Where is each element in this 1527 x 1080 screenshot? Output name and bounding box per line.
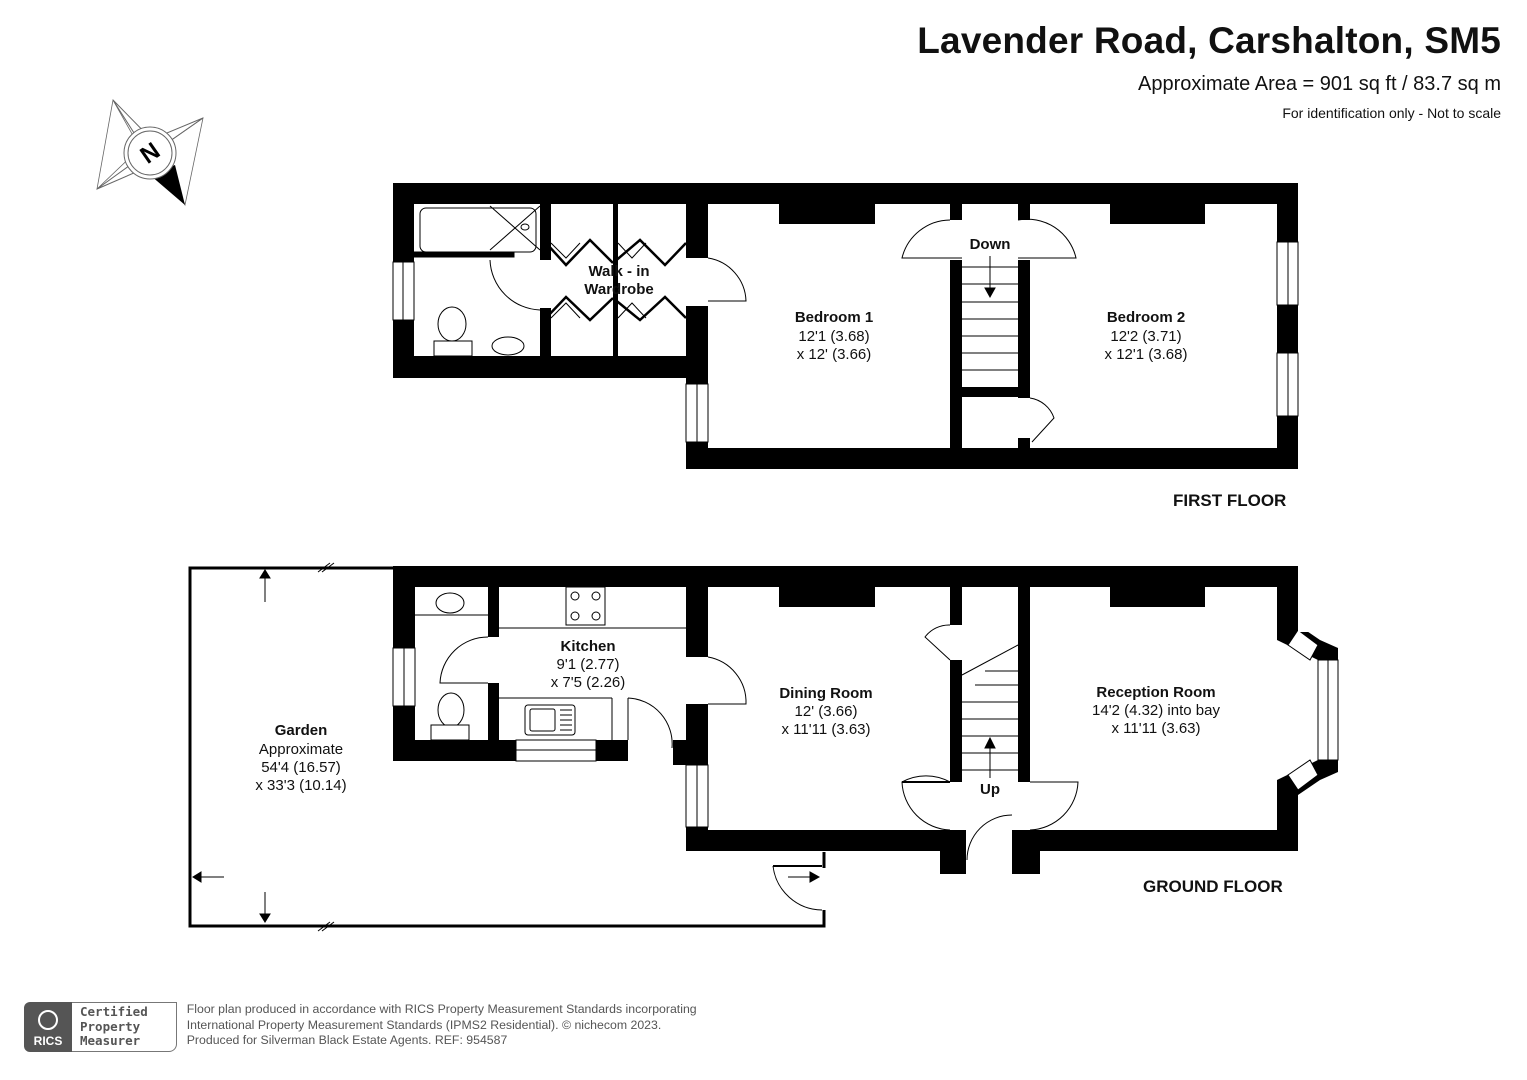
approximate-area: Approximate Area = 901 sq ft / 83.7 sq m (1138, 73, 1501, 95)
room-garden-label: Garden (275, 722, 328, 739)
footer-line: International Property Measurement Stand… (186, 1017, 662, 1032)
rics-logo: RICS (24, 1002, 72, 1052)
room-walk-in-wardrobe-label-2: Wardrobe (584, 281, 653, 298)
room-walk-in-wardrobe-label: Walk - in (588, 263, 649, 280)
compass-north-icon: N (96, 98, 204, 207)
property-title: Lavender Road, Carshalton, SM5 (917, 20, 1501, 61)
rics-logo-text: RICS (33, 1034, 63, 1048)
stairs-down-label: Down (970, 236, 1011, 253)
badge-line: Property (80, 1018, 141, 1034)
stairs-up-label: Up (980, 781, 1000, 798)
room-reception-room-dim2: x 11'11 (3.63) (1111, 720, 1200, 737)
rics-lion-icon (38, 1010, 58, 1030)
badge-line: Certified (80, 1004, 148, 1019)
room-garden-dim1: 54'4 (16.57) (261, 759, 341, 776)
room-kitchen-dim1: 9'1 (2.77) (557, 656, 620, 673)
room-garden-qualifier: Approximate (259, 741, 343, 758)
room-bedroom-2-label: Bedroom 2 (1107, 309, 1185, 326)
scale-note: For identification only - Not to scale (1282, 105, 1501, 121)
room-bedroom-1-dim2: x 12' (3.66) (797, 346, 872, 363)
room-bedroom-1-label: Bedroom 1 (795, 309, 873, 326)
badge-line: Measurer (80, 1033, 141, 1048)
room-reception-room-dim1: 14'2 (4.32) into bay (1092, 702, 1220, 719)
first-floor-label: FIRST FLOOR (1173, 491, 1287, 510)
room-bedroom-1-dim1: 12'1 (3.68) (798, 328, 869, 345)
room-bedroom-2-dim1: 12'2 (3.71) (1110, 328, 1181, 345)
room-kitchen-dim2: x 7'5 (2.26) (551, 674, 626, 691)
room-reception-room-label: Reception Room (1096, 684, 1215, 701)
room-bedroom-2-dim2: x 12'1 (3.68) (1105, 346, 1188, 363)
room-dining-room-label: Dining Room (779, 685, 872, 702)
room-kitchen-label: Kitchen (560, 638, 615, 655)
footer: RICS Certified Property Measurer Floor p… (24, 1002, 697, 1054)
ground-floor-label: GROUND FLOOR (1143, 877, 1283, 896)
room-garden-dim2: x 33'3 (10.14) (255, 777, 346, 794)
first-floor-stairs (962, 256, 1018, 371)
bay-window (1277, 618, 1339, 795)
footer-disclaimer: Floor plan produced in accordance with R… (187, 1002, 697, 1049)
footer-line: Floor plan produced in accordance with R… (186, 1002, 697, 1016)
room-dining-room-dim1: 12' (3.66) (795, 703, 858, 720)
footer-line: Produced for Silverman Black Estate Agen… (186, 1033, 508, 1047)
garden-outline (188, 566, 826, 928)
certified-measurer-badge: Certified Property Measurer (72, 1002, 177, 1052)
room-dining-room-dim2: x 11'11 (3.63) (781, 721, 870, 738)
ground-floor-stairs (961, 644, 1019, 778)
